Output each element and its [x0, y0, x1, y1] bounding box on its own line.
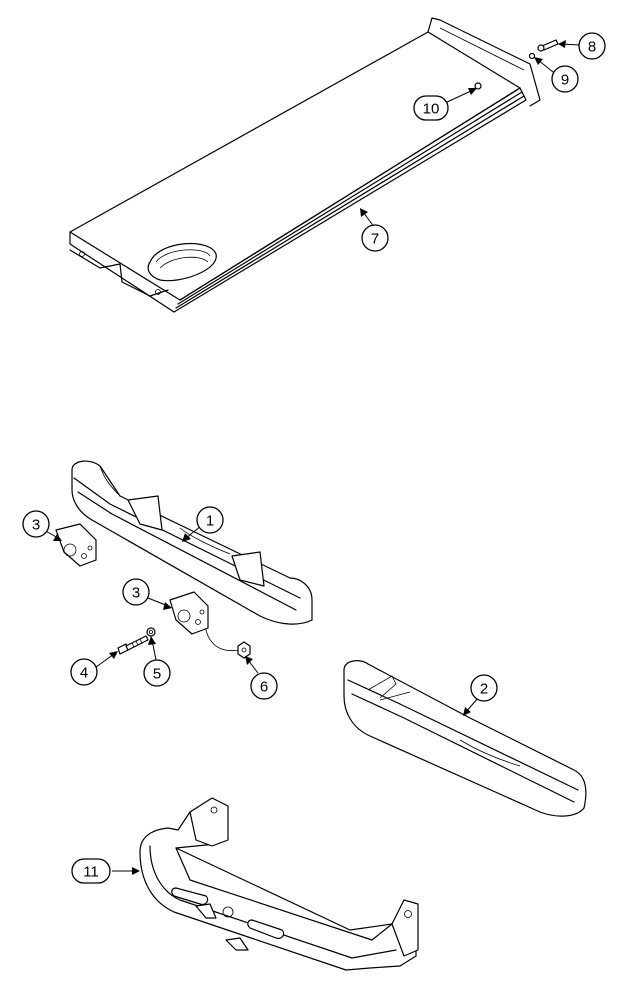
nut-part-6 [237, 641, 251, 659]
bolt-part-8 [537, 39, 559, 52]
bracket-part-3b [169, 591, 209, 635]
callout-8: 8 [578, 32, 606, 60]
callout-label-4: 4 [80, 665, 88, 682]
callout-label-1: 1 [206, 513, 214, 530]
callout-label-2: 2 [480, 681, 488, 698]
callout-10: 10 [413, 95, 449, 121]
bracket-part-3a [55, 523, 97, 567]
callout-5: 5 [143, 659, 171, 687]
callout-3a: 3 [22, 510, 50, 538]
callout-label-10: 10 [423, 101, 440, 118]
callout-4: 4 [70, 658, 98, 686]
callout-1: 1 [196, 506, 224, 534]
callout-label-5: 5 [153, 666, 161, 683]
bolt-part-4 [117, 635, 149, 655]
weight-part-2 [343, 660, 587, 817]
callout-3b: 3 [122, 578, 150, 606]
callout-9: 9 [551, 65, 579, 93]
weight-bar-part-1 [71, 460, 313, 652]
callout-2: 2 [470, 674, 498, 702]
callout-label-3b: 3 [132, 585, 140, 602]
callout-label-6: 6 [260, 679, 268, 696]
frame-part-11 [139, 797, 419, 971]
callout-label-9: 9 [561, 72, 569, 89]
callout-label-8: 8 [588, 39, 596, 56]
callout-6: 6 [250, 672, 278, 700]
callout-label-3a: 3 [32, 517, 40, 534]
panel-part-7 [69, 17, 541, 313]
callout-7: 7 [361, 224, 389, 252]
washer-part-5 [146, 627, 156, 637]
washer-part-9 [528, 52, 536, 60]
callout-label-7: 7 [371, 231, 379, 248]
callout-label-11: 11 [83, 864, 99, 881]
callout-11: 11 [71, 858, 111, 884]
nut-part-10 [474, 82, 482, 90]
